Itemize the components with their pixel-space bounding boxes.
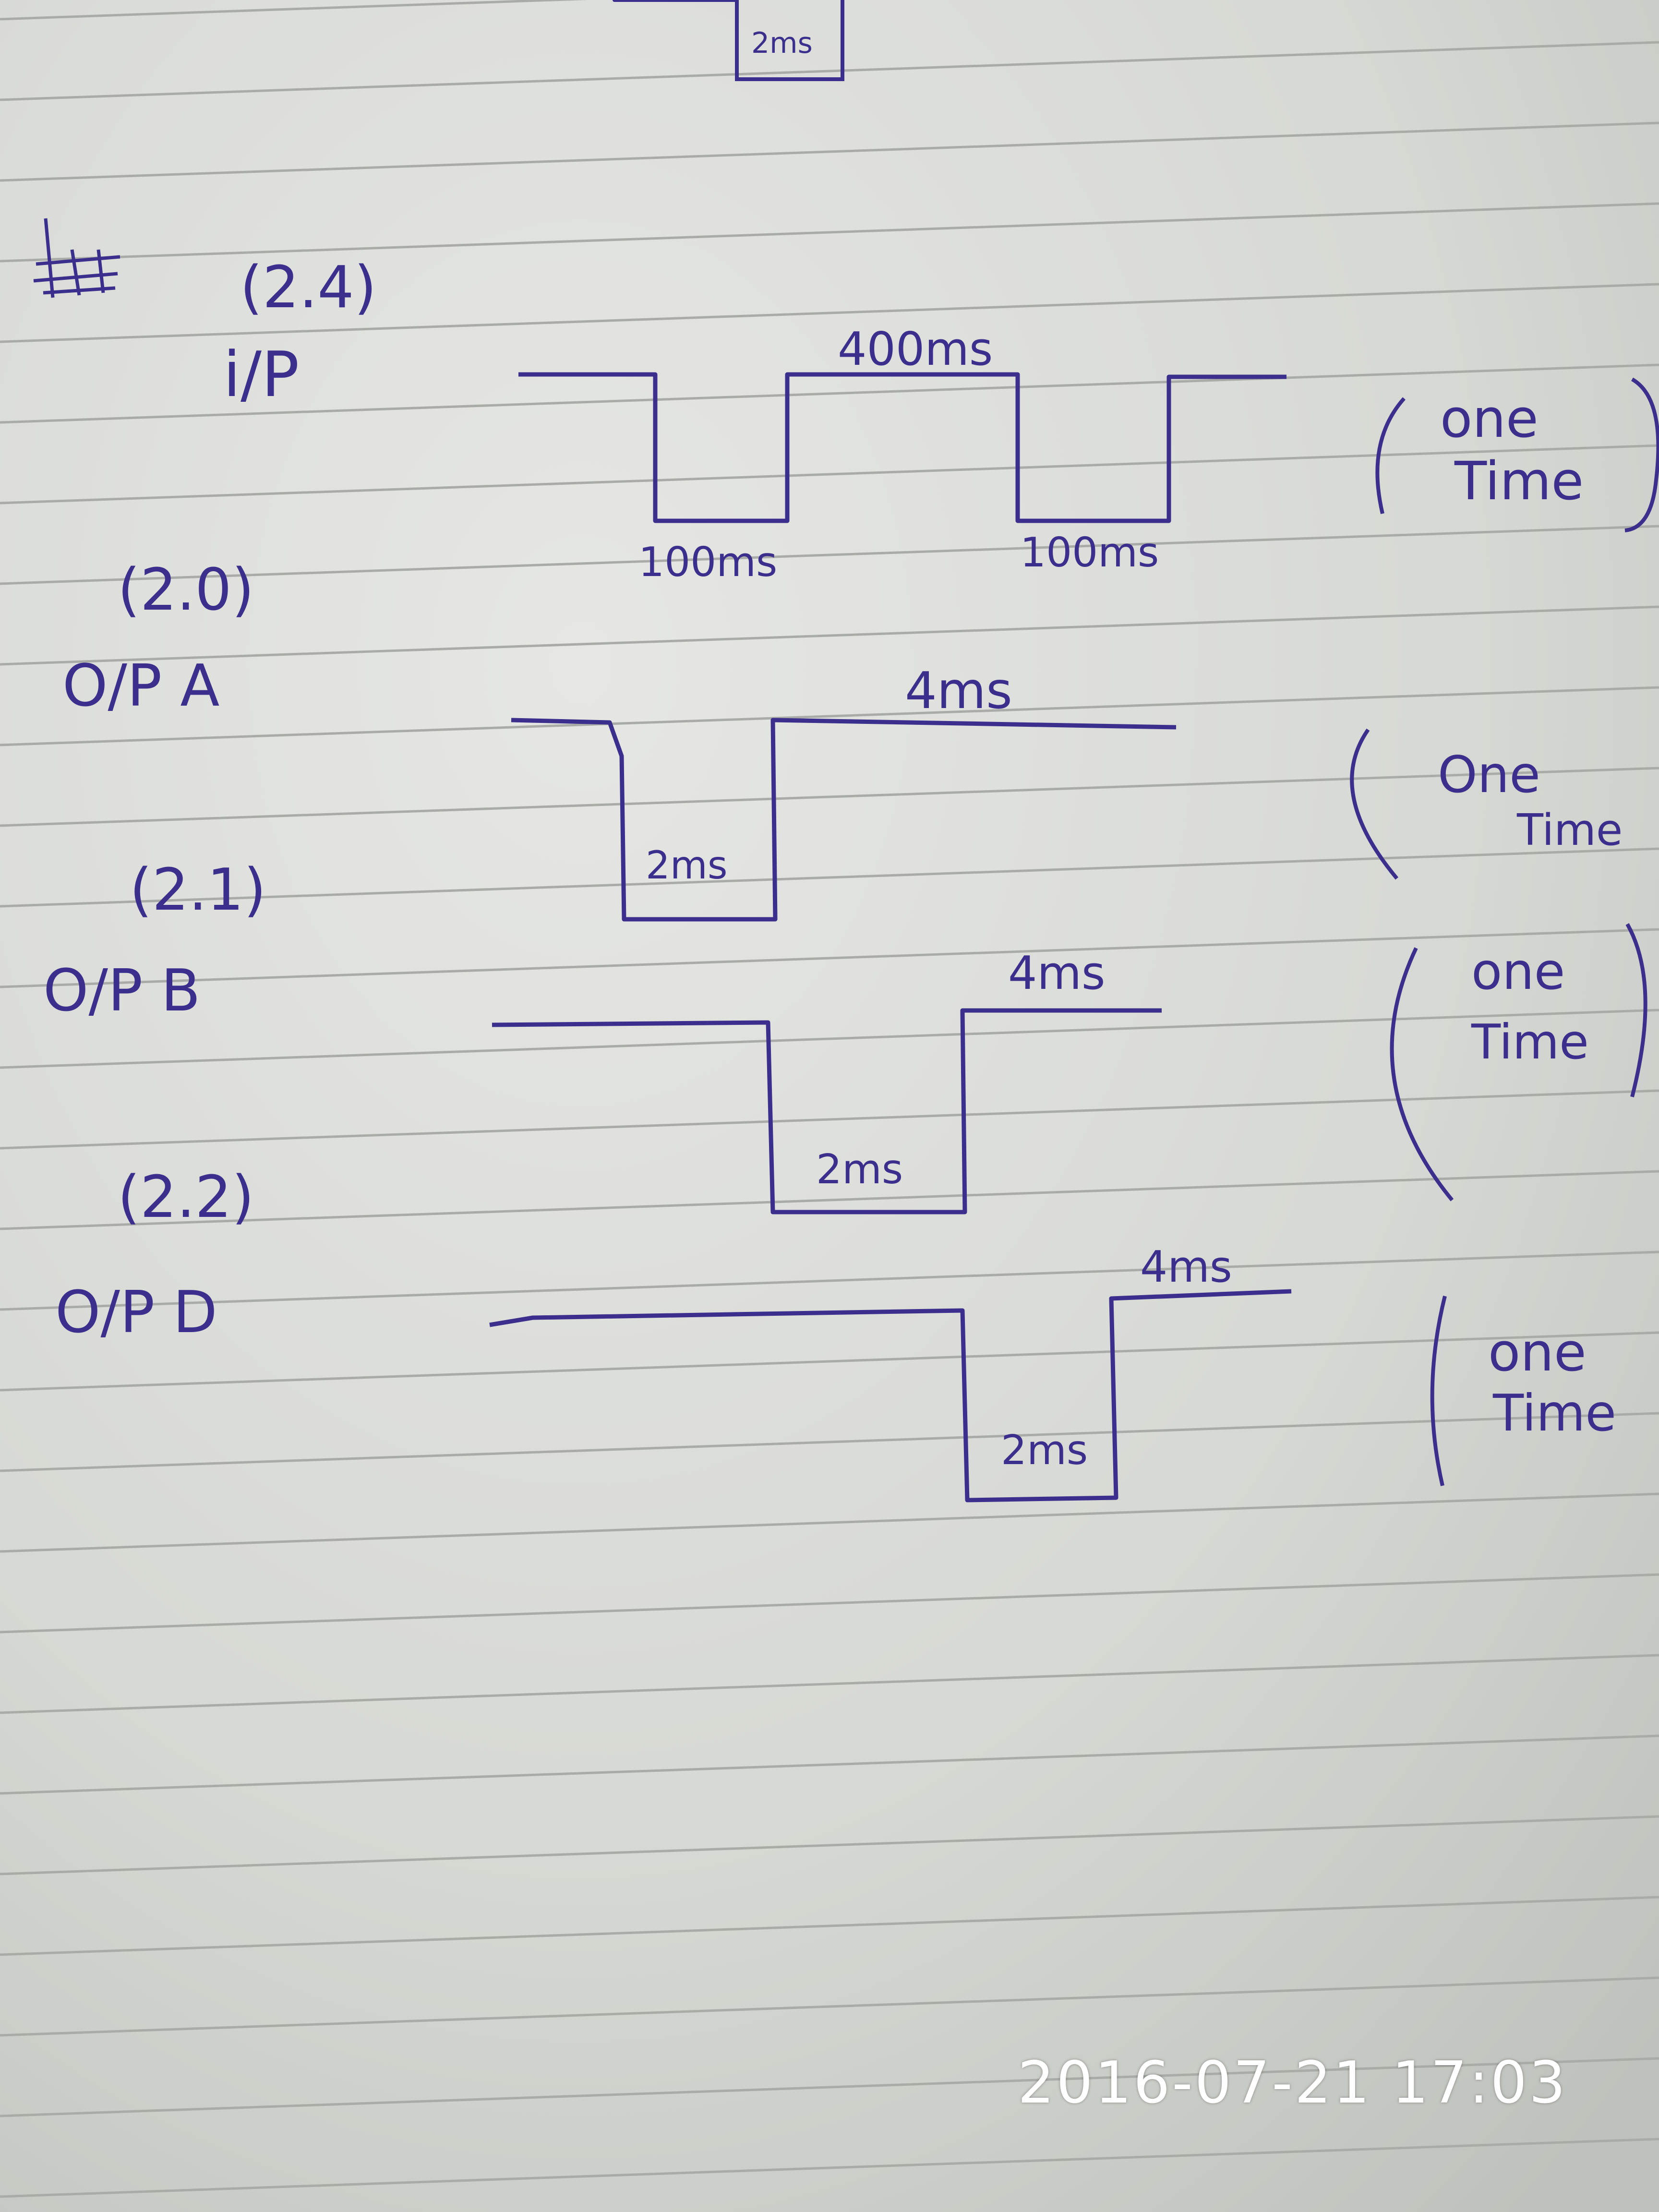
note-line-1: One [1438,745,1540,804]
section-label: i/P [223,338,299,411]
ruled-line [0,1170,1659,1230]
section-ref: (2.1) [130,857,266,924]
ruled-line [0,686,1659,746]
note-bracket-left [1390,947,1454,1202]
low-label-1: 100ms [638,539,777,586]
ruled-line [0,444,1659,505]
pulse-width-label: 4ms [905,661,1012,720]
section-label: O/P B [43,958,201,1024]
ip-waveform [518,372,1286,523]
section-ip: (2.4) i/P 400ms 100ms 100ms one Time [223,254,1659,586]
ruled-line [0,363,1659,424]
section-op-a: (2.0) O/P A 4ms 2ms One Time [62,557,1623,922]
ruled-line [0,1654,1659,1714]
ruled-line [0,928,1659,988]
section-op-d: (2.2) O/P D 4ms 2ms one Time [55,1164,1616,1503]
note-line-1: one [1471,942,1565,1001]
note-line-2: Time [1492,1384,1616,1443]
note-bracket-left [1430,1296,1447,1486]
ruled-line [0,1815,1659,1875]
ruled-line [0,202,1659,263]
ruled-line [0,41,1659,101]
ruled-line [0,2138,1659,2198]
low-label: 2ms [646,843,728,888]
note-line-2: Time [1454,450,1584,512]
ruled-line [0,1250,1659,1311]
ruled-line [0,1009,1659,1069]
ruled-line [0,1331,1659,1392]
ruled-line [0,605,1659,666]
pulse-width-label: 400ms [838,323,993,376]
ruled-line [0,1089,1659,1150]
note-bracket-right [1625,923,1647,1097]
strike-mark [33,218,120,298]
ruled-line [0,525,1659,585]
ruled-line [0,1976,1659,2037]
ruled-line [0,1412,1659,1472]
section-ref: (2.0) [118,557,254,624]
low-label: 2ms [1001,1427,1088,1474]
section-ref: (2.4) [240,254,376,321]
ruled-line [0,1896,1659,1956]
pulse-width-label: 4ms [1140,1242,1232,1292]
op-a-waveform [511,718,1177,922]
ruled-line [0,2057,1659,2117]
ruled-line [0,0,588,21]
note-bracket-left [1375,397,1406,514]
note-line-2: Time [1516,805,1623,855]
note-bracket-right [1624,377,1659,532]
ruled-line [0,121,1659,182]
note-line-2: Time [1471,1014,1589,1070]
ruled-line [0,283,1659,343]
note-bracket-left [1350,728,1399,880]
top-pulse-fragment [613,0,844,81]
section-label: O/P D [55,1279,217,1346]
ruled-line [0,767,1659,827]
ruled-line [0,1734,1659,1795]
op-b-waveform [492,1008,1162,1214]
op-d-waveform [489,1289,1292,1503]
section-ref: (2.2) [118,1164,254,1231]
low-label: 2ms [816,1146,903,1193]
note-line-1: one [1440,388,1539,449]
note-line-1: one [1488,1322,1587,1383]
ruled-line [0,1492,1659,1553]
photo-timestamp: 2016-07-21 17:03 [1018,2050,1568,2116]
ruled-line [0,1573,1659,1634]
pulse-width-label: 4ms [1008,947,1105,1000]
low-label-2: 100ms [1020,529,1159,577]
top-box-label: 2ms [751,26,813,60]
section-op-b: (2.1) O/P B 4ms 2ms one Time [43,857,1647,1214]
section-label: O/P A [62,653,219,720]
